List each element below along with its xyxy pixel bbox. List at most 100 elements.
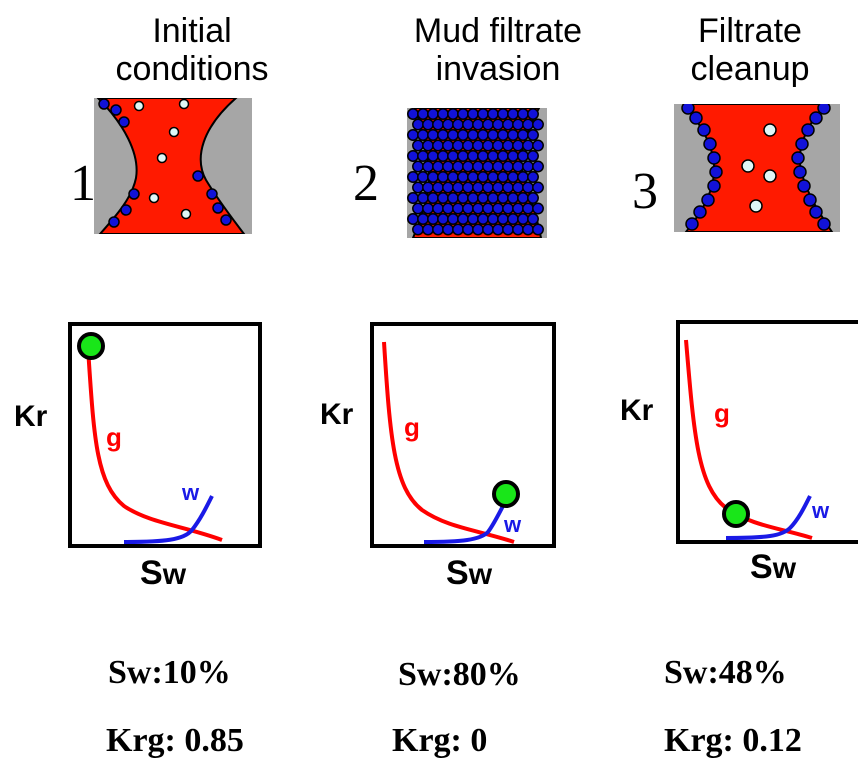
relperm-plot-1: g w [68, 322, 262, 548]
water-droplet [527, 192, 539, 204]
water-droplet [492, 181, 504, 194]
water-droplet [442, 118, 454, 131]
plot-3-g-label: g [714, 398, 730, 428]
water-droplet [457, 171, 469, 183]
water-droplet [795, 137, 809, 151]
water-droplet [482, 202, 494, 215]
panel-1-kr-label: Kr [14, 400, 48, 433]
panel-2-title-line2: invasion [435, 50, 561, 88]
water-droplet [482, 181, 494, 194]
water-droplet [497, 213, 509, 225]
plot-3-water-curve [725, 495, 812, 540]
water-droplet [472, 118, 484, 131]
water-droplet [467, 108, 479, 120]
water-droplet [512, 139, 524, 152]
water-droplet [809, 205, 823, 219]
water-droplet [487, 150, 499, 162]
water-droplet [447, 129, 459, 141]
water-droplet [502, 223, 514, 236]
water-droplet [457, 108, 469, 120]
water-droplet [522, 223, 534, 236]
water-droplet [422, 160, 434, 173]
water-droplet [447, 150, 459, 162]
water-droplet [689, 111, 703, 125]
panel-1-number: 1 [70, 155, 96, 212]
panel-2-sw-label-s: S [446, 554, 469, 592]
water-droplet [797, 179, 811, 193]
gas-bubble [741, 159, 755, 173]
panel-1-title-line1: Initial [152, 12, 232, 50]
gas-bubble [178, 98, 190, 110]
water-droplet [817, 104, 831, 115]
panel-3-title-line2: cleanup [690, 50, 810, 88]
gas-bubble [156, 152, 168, 164]
water-droplet [432, 139, 444, 152]
water-droplet [422, 181, 434, 194]
panel-2-kr-label: Kr [320, 398, 354, 431]
water-droplet [517, 192, 529, 204]
water-droplet [487, 213, 499, 225]
plot-2-g-label: g [404, 412, 420, 442]
panel-2-title-line1: Mud filtrate [413, 12, 583, 50]
water-droplet [703, 137, 717, 151]
water-droplet [422, 202, 434, 215]
water-droplet [477, 213, 489, 225]
water-droplet [422, 118, 434, 131]
water-droplet [809, 111, 823, 125]
water-droplet [517, 171, 529, 183]
water-droplet [482, 118, 494, 131]
water-droplet [432, 118, 444, 131]
water-droplet [477, 108, 489, 120]
panel-3-krg-readout: Krg: 0.12 [664, 722, 802, 759]
water-droplet [532, 160, 544, 173]
water-droplet [477, 192, 489, 204]
plot-2-frame [370, 322, 556, 548]
water-droplet [707, 151, 721, 165]
water-droplet [412, 118, 424, 131]
water-droplet [412, 223, 424, 236]
water-droplet [432, 223, 444, 236]
water-droplet [685, 217, 699, 231]
water-droplet [412, 181, 424, 194]
water-droplet [522, 160, 534, 173]
water-droplet [417, 192, 429, 204]
water-droplet [432, 181, 444, 194]
water-droplet [412, 139, 424, 152]
water-droplet [817, 217, 831, 231]
water-droplet [447, 171, 459, 183]
water-droplet [432, 202, 444, 215]
water-droplet [507, 129, 519, 141]
gas-bubble [168, 126, 180, 138]
water-droplet [417, 171, 429, 183]
panel-1-sw-label-s: S [140, 554, 163, 592]
water-droplet [417, 213, 429, 225]
water-droplet [457, 150, 469, 162]
water-droplet [467, 150, 479, 162]
gas-bubble [148, 192, 160, 204]
water-droplet [472, 160, 484, 173]
water-droplet [507, 213, 519, 225]
water-droplet [467, 171, 479, 183]
water-droplet [527, 213, 539, 225]
water-droplet [512, 223, 524, 236]
plot-1-state-marker [77, 332, 105, 360]
water-droplet [801, 123, 815, 137]
water-droplet [462, 118, 474, 131]
water-droplet [472, 202, 484, 215]
water-droplet [422, 223, 434, 236]
water-droplet [442, 139, 454, 152]
water-droplet [517, 108, 529, 120]
panel-3-title-line1: Filtrate [698, 12, 802, 50]
water-droplet [697, 123, 711, 137]
water-droplet [497, 171, 509, 183]
panel-3-sw-label-w: w [772, 552, 797, 585]
panel-1-sw-readout: Sw:10% [108, 654, 231, 691]
water-droplet [437, 213, 449, 225]
water-droplet [791, 151, 805, 165]
water-droplet [462, 223, 474, 236]
water-droplet [120, 204, 132, 216]
water-droplet [497, 108, 509, 120]
water-droplet [472, 223, 484, 236]
water-droplet [522, 139, 534, 152]
